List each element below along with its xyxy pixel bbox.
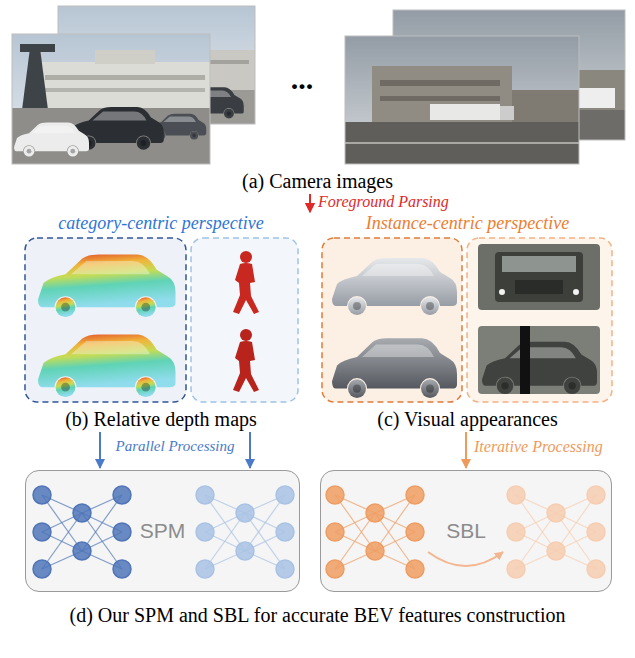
appearance-car <box>332 338 457 398</box>
camera-photo <box>45 75 205 80</box>
depth-pedestrian <box>233 329 259 392</box>
dashed-panel <box>191 238 298 402</box>
perspective-panel: category-centric perspective (b) Relative… <box>20 214 302 430</box>
sub-caption: (b) Relative depth maps <box>20 408 302 430</box>
module-box: SBL <box>320 470 612 592</box>
appearance-suv <box>478 326 600 394</box>
network-icon <box>507 486 605 578</box>
camera-photo <box>45 88 205 92</box>
perspective-heading: Instance-centric perspective <box>318 214 617 234</box>
appearance-suv <box>478 326 600 394</box>
appearance-truck <box>515 280 563 294</box>
appearance-truck <box>502 256 576 272</box>
camera-photo <box>345 36 579 164</box>
network-icon <box>33 486 131 578</box>
arrow-connector <box>309 194 311 212</box>
appearance-truck <box>478 244 600 310</box>
camera-photo <box>22 48 48 110</box>
appearance-truck <box>495 252 583 302</box>
camera-photo <box>500 106 514 120</box>
sub-caption: (d) Our SPM and SBL for accurate BEV fea… <box>0 604 635 626</box>
camera-photo <box>20 44 55 52</box>
depth-car <box>38 334 176 397</box>
camera-photo <box>12 34 210 164</box>
image-group: (a) Camera images <box>5 2 630 192</box>
edge-label: Foreground Parsing <box>318 193 449 211</box>
camera-photo <box>372 66 512 122</box>
ellipsis-mark: ... <box>280 62 324 95</box>
module-box: SPM <box>25 470 300 592</box>
camera-photo <box>40 62 210 110</box>
perspective-panel: Instance-centric perspective (c) Visual a… <box>318 214 617 430</box>
camera-photo <box>14 122 89 156</box>
camera-photo <box>12 34 210 164</box>
camera-photo <box>512 90 579 122</box>
camera-photo <box>380 80 500 86</box>
sub-caption: (a) Camera images <box>5 170 630 192</box>
module-ground <box>320 470 612 592</box>
camera-photo <box>345 36 579 164</box>
appearance-truck <box>499 289 505 295</box>
appearance-car <box>332 258 457 315</box>
dashed-panel <box>322 238 462 402</box>
camera-photo <box>345 36 579 164</box>
network-icon <box>326 486 424 578</box>
arrow-connector <box>309 194 311 212</box>
dashed-panel <box>25 238 186 402</box>
depth-pedestrian <box>233 251 259 314</box>
camera-photo <box>380 96 500 101</box>
appearance-truck <box>573 289 579 295</box>
arrow-connector <box>99 432 101 468</box>
camera-photo <box>12 108 210 164</box>
iteration-arrow <box>428 552 503 566</box>
camera-photo <box>12 34 210 164</box>
edge-label: Iterative Processing <box>474 438 603 456</box>
appearance-suv <box>520 326 530 394</box>
network-icon <box>196 486 294 578</box>
arrow-connector <box>249 432 251 468</box>
module-ground <box>25 470 300 592</box>
dashed-panel <box>467 238 612 402</box>
appearance-suv <box>482 342 597 394</box>
perspective-heading: category-centric perspective <box>20 214 302 234</box>
camera-photo <box>345 122 579 164</box>
appearance-truck <box>478 244 600 310</box>
camera-photo <box>430 104 500 120</box>
camera-photo <box>95 50 155 64</box>
camera-photo <box>345 142 579 144</box>
module-name: SPM <box>26 519 299 542</box>
sub-caption: (c) Visual appearances <box>318 408 617 430</box>
edge-label: Parallel Processing <box>110 438 240 455</box>
depth-car <box>38 254 176 317</box>
arrow-connector <box>465 432 467 468</box>
module-name: SBL <box>321 519 611 542</box>
